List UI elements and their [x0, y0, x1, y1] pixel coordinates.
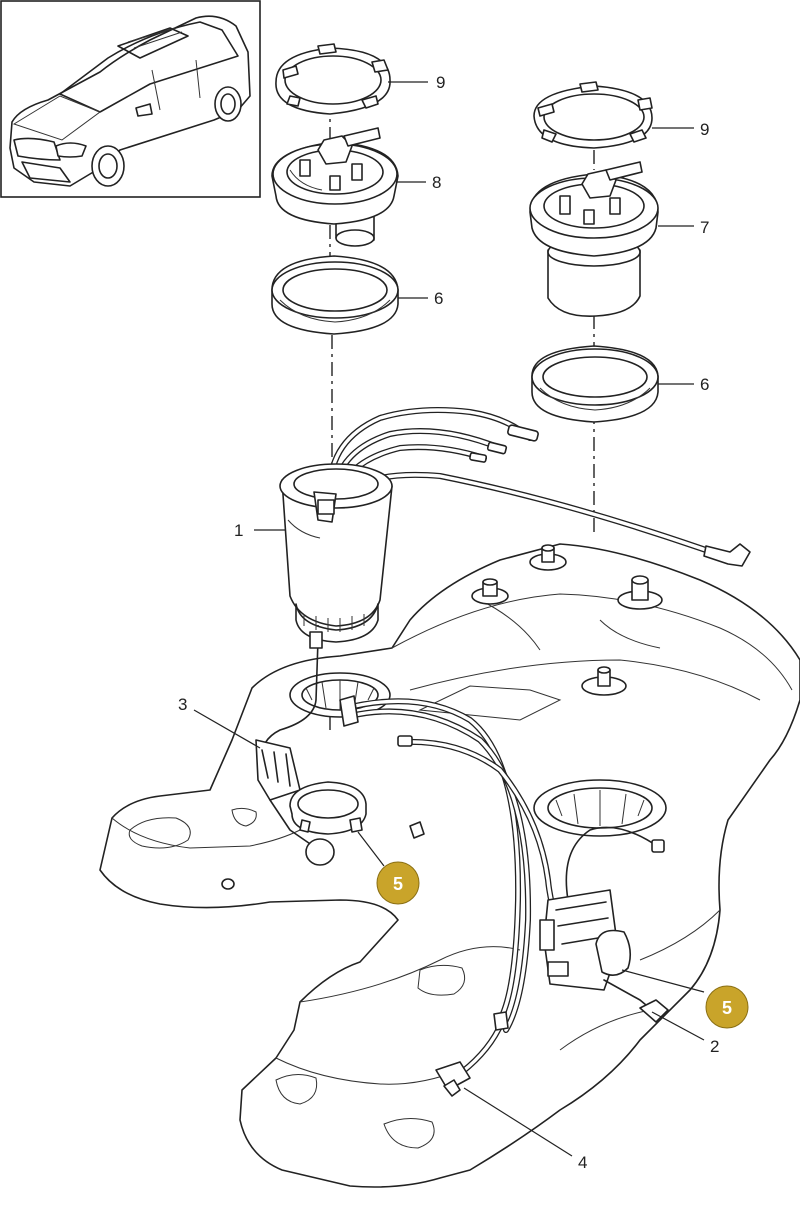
part-5-lock-ring-left	[289, 781, 367, 835]
tank-opening-right	[533, 779, 667, 837]
part-3-level-sensor	[255, 631, 335, 866]
label-part-2: 2	[710, 1037, 719, 1056]
part-1-fuel-delivery-module	[279, 463, 393, 643]
label-part-6-right: 6	[700, 375, 709, 394]
part-2-level-sensor-assembly	[539, 826, 669, 1023]
tank-boss-left	[471, 578, 509, 605]
part-8-fuel-pump-flange	[271, 127, 399, 247]
badge-part-5-left: 5	[376, 861, 420, 905]
vehicle-thumbnail	[0, 0, 261, 198]
label-part-3: 3	[178, 695, 187, 714]
badge-part-5-left-text: 5	[393, 874, 403, 894]
part-number-labels: 9 8 6 9 7 6 1 3 2 4	[178, 73, 719, 1172]
part-7-fuel-pump-flange	[529, 161, 659, 317]
tank-boss-top	[529, 544, 567, 571]
part-6-seal-left	[271, 255, 399, 335]
supply-hoses-upper	[327, 407, 751, 567]
label-part-9-right: 9	[700, 120, 709, 139]
label-part-1: 1	[234, 521, 243, 540]
badge-part-5-right: 5	[705, 985, 749, 1029]
fuel-tank	[99, 543, 800, 1188]
label-part-7: 7	[700, 218, 709, 237]
supply-hoses-lower	[339, 695, 573, 1075]
part-4-connector	[435, 1011, 509, 1097]
label-part-8: 8	[432, 173, 441, 192]
label-part-4: 4	[578, 1153, 587, 1172]
leader-lines	[193, 81, 705, 1157]
part-6-seal-right	[531, 345, 659, 423]
label-part-6-left: 6	[434, 289, 443, 308]
badge-part-5-right-text: 5	[722, 998, 732, 1018]
tank-boss-right	[617, 575, 663, 610]
part-9-locking-ring-left	[275, 43, 391, 115]
label-part-9-left: 9	[436, 73, 445, 92]
part-9-locking-ring-right	[533, 81, 653, 149]
tank-boss-center	[581, 666, 627, 696]
